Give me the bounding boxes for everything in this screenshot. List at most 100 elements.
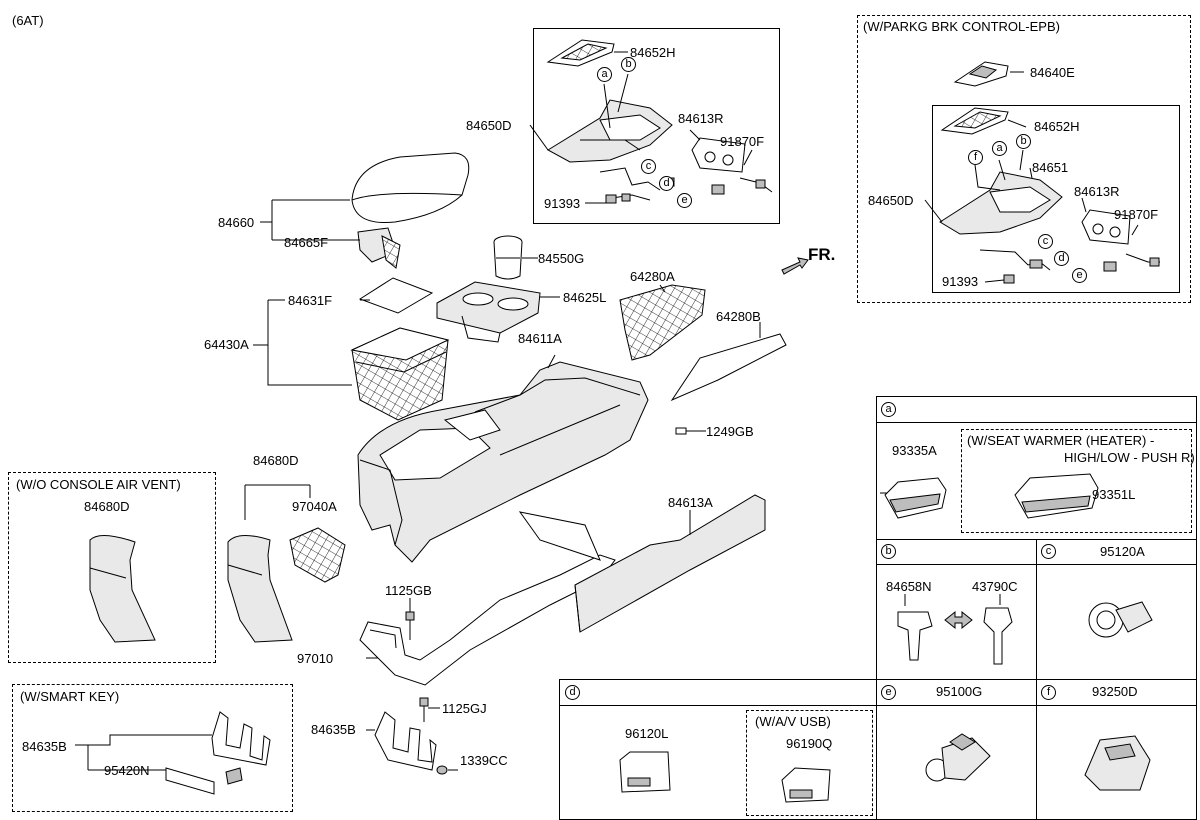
part-label-84635b: 84635B <box>311 722 356 737</box>
part-label-1125gb: 1125GB <box>385 583 432 598</box>
detail-b-clip <box>897 611 933 661</box>
smart-box-title: (W/SMART KEY) <box>20 689 120 704</box>
epb-trim-84652h <box>940 107 1009 135</box>
key-bracket-part <box>374 711 437 771</box>
detail-d-part-label: 96120L <box>625 726 669 741</box>
detail-f-switch <box>1084 735 1151 791</box>
usb-part-label: 96190Q <box>786 736 833 751</box>
detail-b-part2-label: 43790C <box>972 579 1018 594</box>
epb-label-91393: 91393 <box>942 274 979 289</box>
cup-holder-tray-part <box>436 281 541 343</box>
part-label-84680d: 84680D <box>253 453 299 468</box>
vent-variant-box <box>8 472 216 663</box>
top-label-91393: 91393 <box>544 196 581 211</box>
detail-e-part-label: 95100G <box>936 684 983 699</box>
part-label-84660: 84660 <box>218 215 255 230</box>
epb-shift-panel <box>939 171 1063 235</box>
detail-c-part-label: 95120A <box>1100 544 1145 559</box>
usb-variant-title: (W/A/V USB) <box>755 714 831 729</box>
leader-lines <box>75 51 1139 771</box>
detail-c-header <box>1036 539 1197 565</box>
callout-e-epb: e <box>1072 268 1087 283</box>
part-label-1125gj: 1125GJ <box>442 701 487 716</box>
bolt-1125gb <box>405 611 415 640</box>
callout-b-top: b <box>621 57 636 72</box>
storage-box-part <box>350 327 450 421</box>
detail-c-socket <box>1088 601 1153 638</box>
detail-b-key: b <box>881 544 896 559</box>
lid-hinge-part <box>357 227 401 269</box>
epb-label-84650d: 84650D <box>868 193 914 208</box>
epb-harness <box>979 249 1160 284</box>
part-label-64280b: 64280B <box>716 309 761 324</box>
epb-variant-box <box>857 15 1191 303</box>
part-label-84631f: 84631F <box>288 293 333 308</box>
heater-part-label: 93351L <box>1092 487 1136 502</box>
detail-e-header <box>876 679 1037 706</box>
detail-d-header <box>559 679 877 706</box>
air-vent-part <box>289 527 346 583</box>
part-label-84613a: 84613A <box>668 495 713 510</box>
front-direction-label: FR. <box>808 245 836 264</box>
detail-f-key: f <box>1041 685 1056 700</box>
top-trim-84652h <box>546 39 615 67</box>
epb-inset-box <box>932 105 1180 293</box>
clip-1339cc <box>436 765 448 775</box>
usb-variant-box <box>746 710 873 816</box>
callout-c-epb: c <box>1038 234 1053 249</box>
callout-b-epb: b <box>1016 134 1031 149</box>
smart-label-84635b: 84635B <box>22 739 67 754</box>
front-arrow-icon <box>781 257 809 275</box>
top-label-84650d: 84650D <box>466 118 512 133</box>
detail-d-usb-av <box>781 767 831 803</box>
detail-b-header <box>876 539 1037 565</box>
smart-key-variant-box <box>12 684 293 812</box>
variant-label: (6AT) <box>12 13 44 28</box>
epb-trim-84640e <box>953 61 1009 87</box>
screw-1249gb <box>675 427 702 435</box>
top-label-84652h: 84652H <box>630 45 676 60</box>
callout-f-epb: f <box>968 150 983 165</box>
tray-mat-part <box>358 277 434 314</box>
detail-b-part1-label: 84658N <box>886 579 932 594</box>
detail-a-part-label: 93335A <box>892 443 937 458</box>
part-label-84550g: 84550G <box>538 251 585 266</box>
part-label-1249gb: 1249GB <box>706 424 754 439</box>
callout-a-epb: a <box>992 141 1007 156</box>
top-label-84613r: 84613R <box>678 111 724 126</box>
callout-c-top: c <box>641 159 656 174</box>
heater-title-line2: HIGH/LOW - PUSH R) <box>1064 450 1195 465</box>
part-label-84625l: 84625L <box>563 290 607 305</box>
side-trim-front-part <box>619 284 706 361</box>
side-trim-rear-part <box>670 333 787 402</box>
top-shift-panel <box>547 99 673 163</box>
part-label-84611a: 84611A <box>518 331 562 346</box>
smart-label-95420n: 95420N <box>104 763 150 778</box>
detail-a-key: a <box>881 402 896 417</box>
epb-label-84613r: 84613R <box>1074 184 1120 199</box>
heater-variant-box <box>961 429 1192 533</box>
epb-label-84640e: 84640E <box>1030 65 1075 80</box>
vent-box-title: (W/O CONSOLE AIR VENT) <box>16 477 181 492</box>
rear-cover-alt-part <box>89 535 156 643</box>
epb-label-91870f: 91870F <box>1114 207 1159 222</box>
detail-e-key: e <box>881 685 896 700</box>
callout-d-epb: d <box>1054 251 1069 266</box>
top-label-91870f: 91870F <box>720 134 765 149</box>
cup-insert-part <box>493 235 523 280</box>
detail-a-heater-switch <box>1014 473 1099 519</box>
part-label-97010: 97010 <box>297 651 334 666</box>
top-switch-panel <box>691 137 746 173</box>
detail-e-sensor <box>925 733 991 782</box>
smart-key-bracket-part <box>165 711 271 795</box>
part-label-97040a: 97040A <box>292 499 337 514</box>
detail-c-key: c <box>1041 544 1056 559</box>
part-label-84665f: 84665F <box>284 235 329 250</box>
detail-d-usb <box>619 751 671 793</box>
double-arrow-icon <box>944 610 973 630</box>
console-trim-strip-part <box>574 494 766 633</box>
callout-e-top: e <box>677 193 692 208</box>
callout-a-top: a <box>597 67 612 82</box>
